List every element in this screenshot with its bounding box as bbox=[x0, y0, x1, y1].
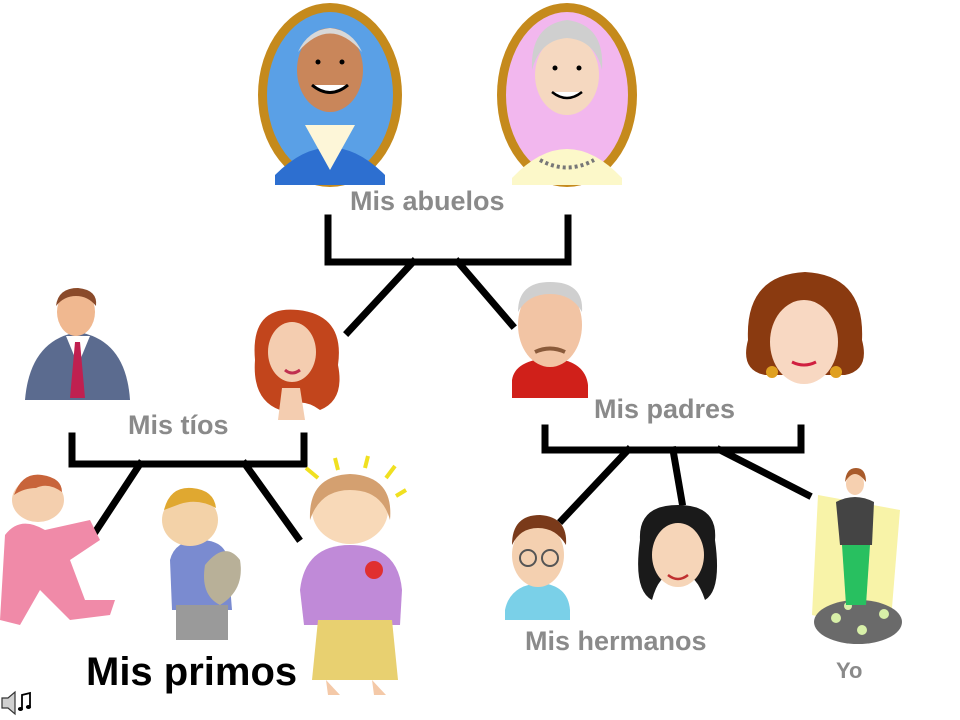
music-note-icon bbox=[17, 691, 32, 711]
boy-cousin-portrait bbox=[162, 487, 241, 640]
parents-bracket bbox=[541, 424, 813, 525]
grandparents-label: Mis abuelos bbox=[350, 186, 505, 216]
parents-label: Mis padres bbox=[594, 394, 736, 424]
siblings-label: Mis hermanos bbox=[525, 626, 707, 656]
baby-cousin-portrait bbox=[0, 474, 115, 625]
me-label: Yo bbox=[836, 658, 863, 683]
uncles-label: Mis tíos bbox=[128, 410, 229, 440]
father-portrait bbox=[512, 282, 588, 398]
me-portrait bbox=[812, 468, 902, 644]
cousins-label: Mis primos bbox=[86, 650, 298, 694]
grandparents-bracket bbox=[324, 214, 572, 337]
speaker-icon[interactable] bbox=[0, 688, 34, 718]
girl-cousin-portrait bbox=[300, 455, 408, 695]
grandfather-portrait bbox=[258, 3, 402, 187]
sister-portrait bbox=[638, 505, 718, 600]
mother-portrait bbox=[746, 272, 864, 384]
uncles-bracket bbox=[68, 432, 308, 545]
grandmother-portrait bbox=[497, 3, 637, 187]
brother-portrait bbox=[505, 515, 570, 620]
uncle-portrait bbox=[25, 288, 130, 400]
aunt-portrait bbox=[254, 309, 340, 420]
